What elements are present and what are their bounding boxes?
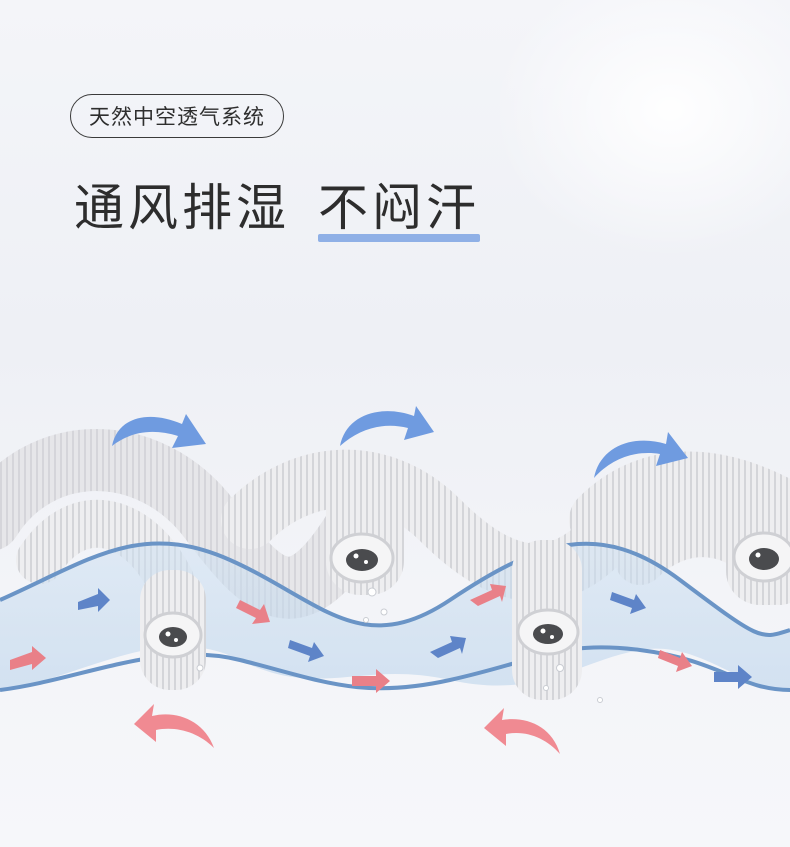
water-droplet-icon: [367, 587, 377, 597]
moisture-out-arrow-icon: [236, 600, 270, 624]
air-inflow-arrow-icon: [594, 432, 688, 478]
flow-arrows-inner: [10, 584, 752, 693]
feature-badge-text: 天然中空透气系统: [89, 105, 265, 129]
water-droplet-icon: [597, 697, 603, 703]
air-inflow-arrows: [112, 406, 688, 478]
background-glow: [490, 0, 790, 260]
hollow-fibers-front: [140, 475, 790, 700]
moisture-outflow-arrows: [134, 704, 560, 754]
air-flow-arrow-icon: [288, 640, 324, 662]
headline-part2: 不闷汗: [318, 176, 480, 242]
moisture-out-arrow-icon: [10, 646, 46, 670]
water-droplet-icon: [380, 608, 388, 616]
air-inflow-arrow-icon: [340, 406, 434, 446]
air-outflow-arrow-icon: [134, 704, 214, 748]
air-flow-arrow-icon: [714, 665, 752, 689]
water-droplet-icon: [196, 664, 204, 672]
air-flow-arrow-icon: [610, 592, 646, 614]
feature-badge: 天然中空透气系统: [70, 94, 284, 138]
water-droplet-icon: [556, 664, 564, 672]
air-outflow-arrow-icon: [484, 708, 560, 754]
air-flow-arrow-icon: [430, 636, 466, 658]
hollow-fiber: [726, 475, 790, 605]
water-droplet-icon: [363, 617, 369, 623]
moisture-out-arrow-icon: [658, 650, 692, 672]
moisture-out-arrow-icon: [352, 669, 390, 693]
headline-part1: 通风排湿: [74, 179, 290, 237]
water-droplets: [196, 587, 603, 703]
hollow-fiber: [512, 540, 582, 700]
moisture-out-arrow-icon: [470, 584, 506, 606]
headline: 通风排湿不闷汗: [74, 176, 480, 242]
air-inflow-arrow-icon: [112, 414, 206, 448]
water-droplet-icon: [543, 685, 549, 691]
hollow-fiber: [140, 570, 206, 690]
hollow-fiber: [326, 475, 404, 595]
air-flow-arrow-icon: [78, 588, 110, 612]
